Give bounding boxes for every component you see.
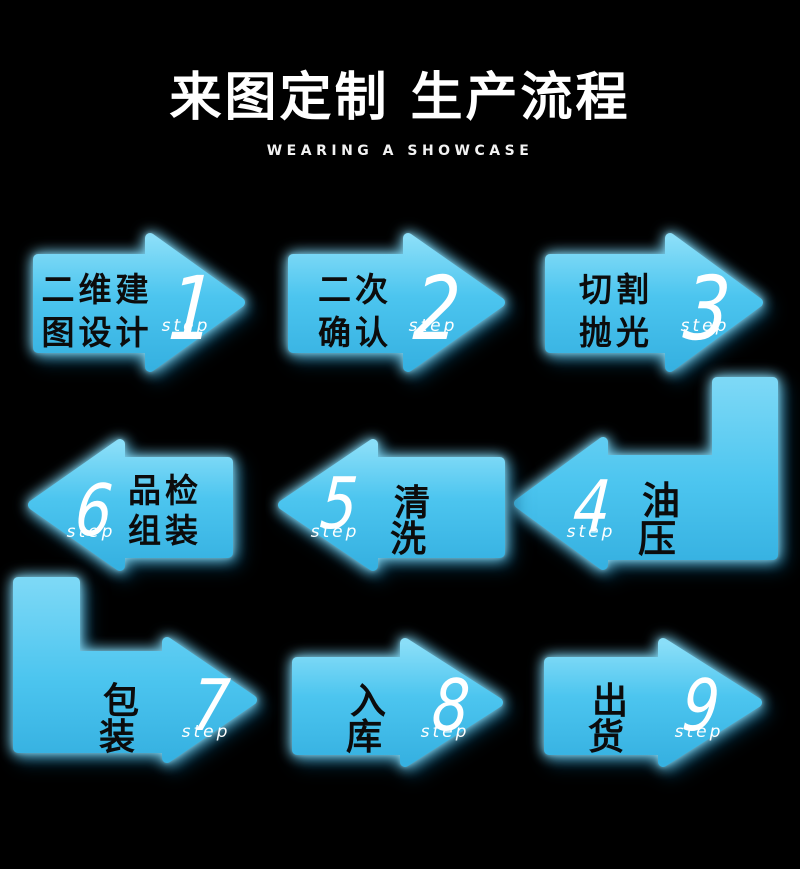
- step-number: 3: [680, 257, 734, 360]
- step-label: 切割 抛光: [579, 270, 653, 352]
- process-step-1: 二维建 图设计 1 step: [33, 233, 245, 372]
- process-step-3: 切割 抛光 3 step: [545, 233, 763, 372]
- step-number: 2: [410, 257, 464, 360]
- step-word: step: [310, 522, 360, 542]
- step-label: 油压: [637, 479, 688, 561]
- step-word: step: [181, 722, 231, 742]
- arrow-left-icon: [278, 439, 505, 571]
- arrow-right-connector-icon: [13, 577, 257, 763]
- step-label: 包装: [98, 681, 147, 758]
- step-word: step: [408, 316, 458, 336]
- step-word: step: [680, 316, 730, 336]
- step-label: 清洗: [389, 483, 438, 560]
- arrow-right-icon: [288, 233, 505, 372]
- step-word: step: [420, 722, 470, 742]
- bottom-page-edge: [0, 869, 800, 881]
- process-step-7: 包装 7 step: [13, 577, 257, 763]
- page-title: 来图定制 生产流程: [169, 68, 631, 128]
- process-step-4: 4 step 油压: [514, 377, 778, 570]
- arrow-right-icon: [544, 638, 762, 767]
- step-label: 入库: [345, 681, 394, 758]
- step-number: 1: [165, 257, 219, 360]
- step-label: 出货: [587, 681, 636, 758]
- step-label: 品检 组装: [128, 471, 202, 550]
- process-step-6: 6 step 品检 组装: [28, 439, 233, 571]
- step-word: step: [66, 522, 116, 542]
- step-label: 二次 确认: [318, 270, 392, 352]
- process-step-8: 入库 8 step: [292, 638, 503, 767]
- arrow-right-icon: [292, 638, 503, 767]
- step-word: step: [161, 316, 211, 336]
- process-step-5: 5 step 清洗: [278, 439, 505, 571]
- step-label: 二维建 图设计: [41, 270, 153, 352]
- arrow-left-icon: [28, 439, 233, 571]
- step-word: step: [566, 522, 616, 542]
- arrow-left-connector-icon: [514, 377, 778, 570]
- process-step-2: 二次 确认 2 step: [288, 233, 505, 372]
- process-step-9: 出货 9 step: [544, 638, 762, 767]
- arrow-right-icon: [545, 233, 763, 372]
- arrow-right-icon: [33, 233, 245, 372]
- step-word: step: [674, 722, 724, 742]
- page-subtitle: WEARING A SHOWCASE: [266, 143, 534, 159]
